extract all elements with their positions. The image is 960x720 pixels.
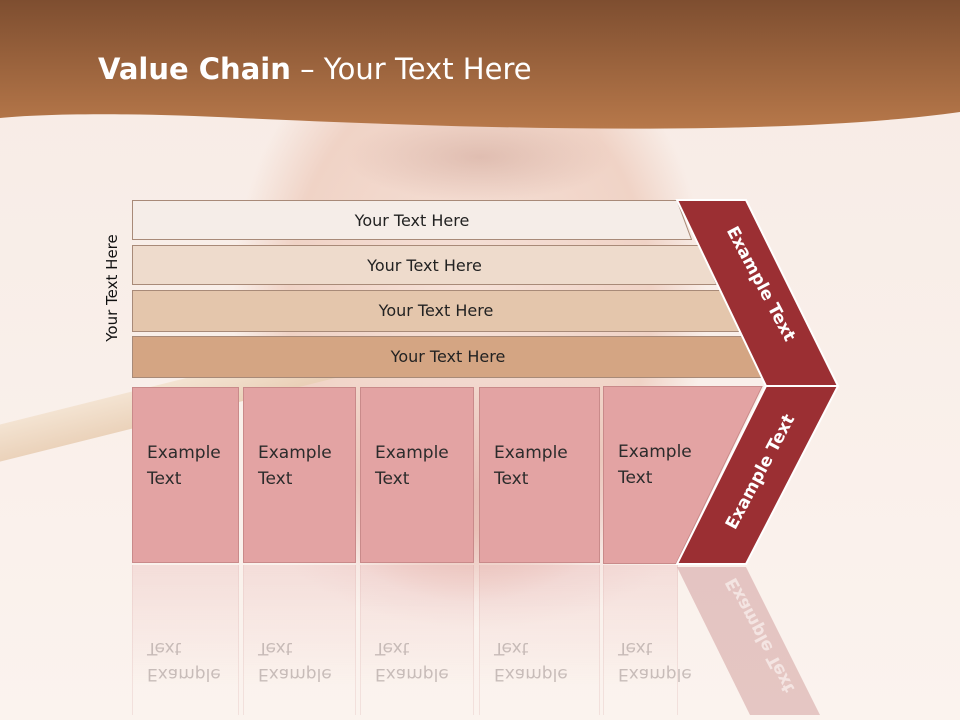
activity-column-2-label: Example Text [258, 443, 332, 489]
reflection-column-5: Example Text [603, 565, 692, 715]
activity-column-5-label: Example Text [618, 442, 692, 488]
reflection-column-1: Example Text [132, 565, 239, 715]
header-band [0, 0, 960, 129]
value-bar-1: Your Text Here [132, 200, 692, 240]
activity-column-5-shape [603, 386, 763, 564]
reflection: Example Text Example Text Example Text E… [0, 565, 960, 720]
reflection-column-3-label: Example Text [375, 638, 449, 684]
activity-column-3: Example Text [360, 387, 474, 563]
page-title: Value Chain – Your Text Here [98, 52, 532, 86]
margin-chevron [675, 199, 840, 565]
value-bar-2: Your Text Here [132, 245, 717, 285]
page-title-rest: – Your Text Here [290, 52, 532, 86]
value-bar-2-label: Your Text Here [367, 255, 482, 275]
value-bar-4: Your Text Here [132, 336, 764, 378]
value-bar-3: Your Text Here [132, 290, 740, 332]
reflection-column-1-label: Example Text [147, 638, 221, 684]
reflection-chevron [677, 567, 820, 715]
side-label: Your Text Here [103, 234, 121, 342]
reflection-column-4-label: Example Text [494, 638, 568, 684]
reflection-column-3: Example Text [360, 565, 474, 715]
value-bar-1-label: Your Text Here [354, 210, 470, 230]
value-bar-4-label: Your Text Here [390, 346, 506, 366]
reflection-column-2: Example Text [243, 565, 356, 715]
value-bar-3-label: Your Text Here [378, 300, 494, 320]
activity-column-3-label: Example Text [375, 443, 449, 489]
page-title-bold: Value Chain [98, 52, 291, 86]
reflection-column-4: Example Text [479, 565, 600, 715]
activity-column-4-label: Example Text [494, 443, 568, 489]
activity-column-1: Example Text [132, 387, 239, 563]
activity-column-4: Example Text [479, 387, 600, 563]
activity-column-1-label: Example Text [147, 443, 221, 489]
reflection-column-2-label: Example Text [258, 638, 332, 684]
activity-column-2: Example Text [243, 387, 356, 563]
